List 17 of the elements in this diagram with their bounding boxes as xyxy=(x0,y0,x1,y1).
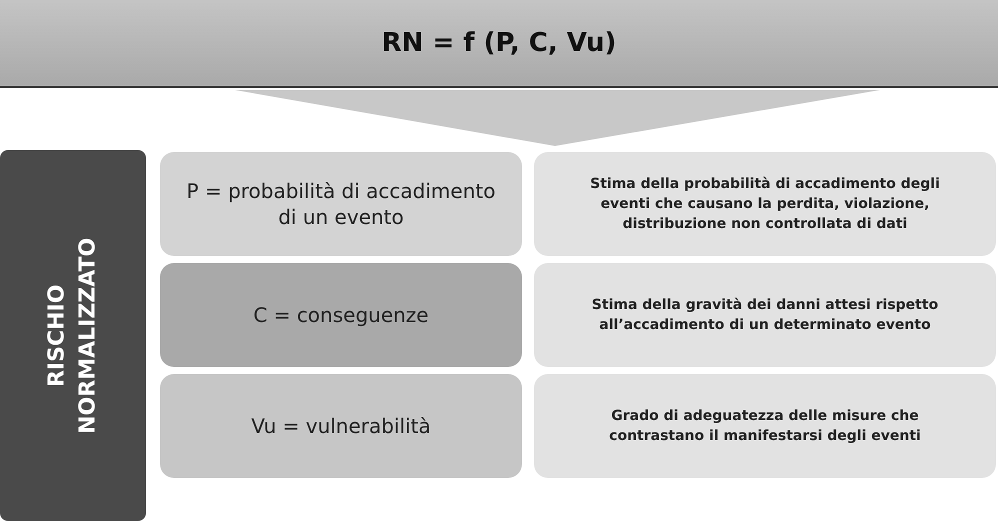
formula-banner xyxy=(0,0,998,88)
term-box xyxy=(160,374,522,478)
category-box xyxy=(0,150,146,521)
description-box xyxy=(534,263,996,367)
description-box xyxy=(534,374,996,478)
term-box xyxy=(160,152,522,256)
description-text: Stima della gravità dei danni attesi rispetto all’accadimento di un determinato evento xyxy=(590,296,940,335)
description-text: Stima della probabilità di accadimento degli eventi che causano la perdita, violazione, distribuzione non controllata di dati xyxy=(589,174,941,234)
term-box xyxy=(160,263,522,367)
funnel-triangle xyxy=(235,90,880,146)
term-label: Vu = vulnerabilità xyxy=(251,413,431,439)
formula-title: RN = f (P, C, Vu) xyxy=(382,28,616,58)
term-label: P = probabilità di accadimento di un evento xyxy=(186,178,496,230)
term-label: C = conseguenze xyxy=(253,302,429,328)
description-box xyxy=(534,152,996,256)
vertical-title: RISCHIO NORMALIZZATO xyxy=(43,237,101,434)
description-text: Grado di adeguatezza delle misure che contrastano il manifestarsi degli eventi xyxy=(608,406,922,446)
